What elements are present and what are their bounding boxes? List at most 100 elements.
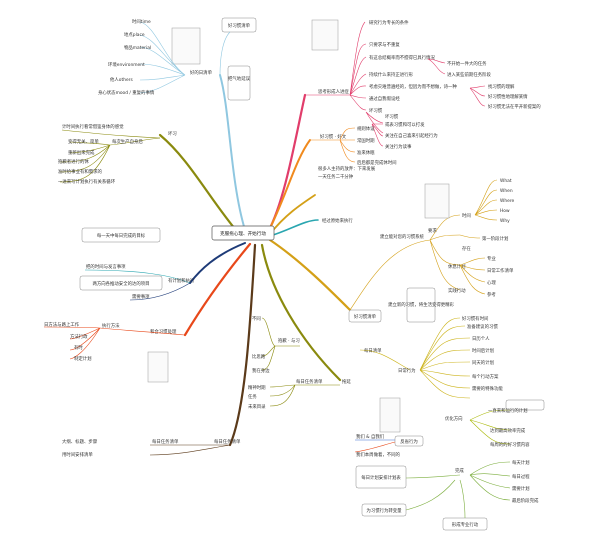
center-node[interactable]: 克服拖心理、开始行动 [211,225,275,241]
gold-right2-tag[interactable] [505,399,545,411]
lightblue-item-5: 他人others [110,76,133,83]
gold-right-item-6: 日常工作清单 [487,267,514,274]
green-box-1[interactable] [355,465,407,489]
note-thumbnail-5 [379,397,401,433]
lightblue-item-6: 身心状态mood / 重复的事情 [98,89,155,96]
navy-item-2: 需要事项 [132,293,150,300]
pink-item-6: 通过自我假设经 [369,95,400,102]
gold-right-item-8: 参考 [487,291,496,298]
gold-right2-sub: 每日清单 [364,347,382,354]
gold-right2-item-6: 每个行动方案 [472,373,499,380]
gold-right2-item-1: 好习惯有时间 [462,315,488,322]
w-label-1: What [500,178,512,184]
note-thumbnail-2 [171,27,201,65]
note-thumbnail-1 [311,19,339,51]
orange-left-title: 和合习惯处理 [150,328,177,335]
orange-left-item-4: 制定计划 [74,355,92,362]
branch-lightblue [219,74,246,231]
gold-right-sub-a: 实践行动 [448,287,466,294]
orange-item-1: 规则体设 [357,125,375,132]
brown-r: 每日任务清单 [152,438,179,445]
green-item-4: 最后阶段完成 [512,497,539,504]
plan-box-2[interactable] [79,275,163,291]
pink-title: 思考形成人进症 [318,88,349,95]
olive-left-item-2: 变得无关、简单 [68,138,99,145]
gold-right-box[interactable] [406,287,436,323]
reflect-box-label: 反省行为 [400,438,418,445]
daily-list-box[interactable] [348,309,382,323]
habit-list-box[interactable] [221,17,257,33]
gold-right2-item-5: 同天的计划 [472,359,494,366]
olive-mid-item-3: 我在身边 [252,367,270,374]
pink-sub1-1: 不开始一件大的任务 [447,60,487,67]
purple-item-1: 我们 & 自我们 [356,433,385,440]
teal-upper-group: 经过原始来执行 [322,217,353,224]
pink-sub2-1: 找习惯的理解 [488,83,515,90]
gold-right-item-5: 专业 [487,255,496,262]
plan-box-1-label: 每一天中每日完成的目标 [97,232,146,239]
note-thumbnail-3 [147,351,169,383]
green-item-2: 每日过程 [512,473,530,480]
pink-bad-3: 关注行为读事 [385,143,412,150]
branch-olive-lower [260,243,342,382]
lightblue-note-box[interactable] [227,65,251,101]
gold-right2-item-4: 时间后计划 [472,347,494,354]
plan-box-1[interactable] [81,227,161,243]
orange-left-sub: 执行方法 [102,322,120,329]
branch-orange-left [183,242,252,337]
pink-item-2: 只要求与不重复 [369,41,400,48]
branch-orange-upper [267,139,311,233]
plan-box-2-label: 两方向各推动安全的达的项目 [92,280,149,287]
green-box-1-label: 每日计划安排计划表 [361,474,401,481]
pink-item-1: 研究行为专长的条件 [369,19,409,26]
teal-upper-title: 经过原始来执行 [322,217,353,224]
green-title: 完成 [455,467,464,474]
gold-right2-item-3: 日历个人 [472,336,490,342]
olive-left-item-5: 准时给事业有和需求的 [58,168,103,175]
olive-left-item-4: 抱歉者进行的休 [58,158,89,165]
green-right-group: 反省行为 我们 & 自我们 我们本周做着，不同的 优化方向 一直来和运行的计划 … [354,397,539,531]
gold-right-item-4: 存在 [462,245,471,252]
lightblue-group: 好习惯清单 好的日清单 时间time 地点place 物品material 环境… [98,17,257,101]
pink-item-3: 有这总结概率而不擅得已具行情况 [369,54,435,61]
lightblue-title: 好的日清单 [190,69,213,76]
branch-pink [266,93,307,234]
olive-mid-item-2: 比思路 [252,353,266,360]
orange-upper-group: 好习惯 · 好文 规则体设 常国时期 准来休眠 后后都是完成休时间 [310,125,397,166]
navy-left-group: 每一天中每日完成的目标 把的时间与发言事项 两方向各推动安全的达的项目 有计划和… [79,227,195,301]
orange-item-3: 准来休眠 [357,149,375,156]
olive-mid-group: 抱歉 · 与习 不同 比思路 我在身边 拖延 每日任务清单 精神时期 任务 未来… [248,316,351,410]
gold-upper-group: 很多人主持的放弃：下来发展 一天任务二千分钟 [318,165,376,180]
branch-gold-right [268,238,352,312]
orange-item-2: 常国时期 [357,137,375,144]
gold-upper-title-1: 很多人主持的放弃：下来发展 [318,165,376,172]
gold-right-group: 建立能对您的习惯系统 要求 休息计划 实践行动 时间 What When Whe… [349,178,515,323]
gold-right-item-7: 心理 [487,279,496,286]
gold-right-item-1: 要求 [428,227,437,234]
w-label-3: Where [500,198,515,204]
brown-item-1: 大纲、标题、步骤 [62,438,98,445]
purple-item-2: 我们本周做着，不同的 [356,451,401,458]
green-box-3-label: 形成专业行动 [452,521,479,528]
note-thumbnail-4 [424,183,450,219]
yellow-item-1: 一直来和运行的计划 [488,407,528,414]
pink-sub2-2: 好习惯性地理解某情 [488,93,528,100]
yellow-title: 优化方向 [445,415,463,422]
lightblue-item-1: 时间time [132,18,151,25]
w-label-5: Why [500,218,510,224]
olive-mid-center: 抱歉 · 与习 [278,337,300,344]
branch-olive-left [158,133,242,237]
lightblue-item-2: 地点place [124,31,145,38]
olive-left-item-1: 计时间执行看常借鉴身体的感觉 [62,123,124,130]
navy-item-1: 把的时间与发言事项 [86,263,126,270]
olive-left-title: 坏习 [168,130,177,137]
gold-right-title: 建立能对您的习惯系统 [380,233,425,240]
gold-right2-item-2: 准备建议的习惯 [467,323,498,330]
olive-mid-item-5: 任务 [248,393,257,400]
gold-right-item-3: 第一阶段计划 [482,235,508,242]
lightblue-item-4: 环境environment [108,61,145,68]
orange-title: 好习惯 · 好文 [320,133,347,140]
olive-mid-item-6: 未来目录 [248,403,266,410]
reflect-box[interactable] [394,435,424,447]
